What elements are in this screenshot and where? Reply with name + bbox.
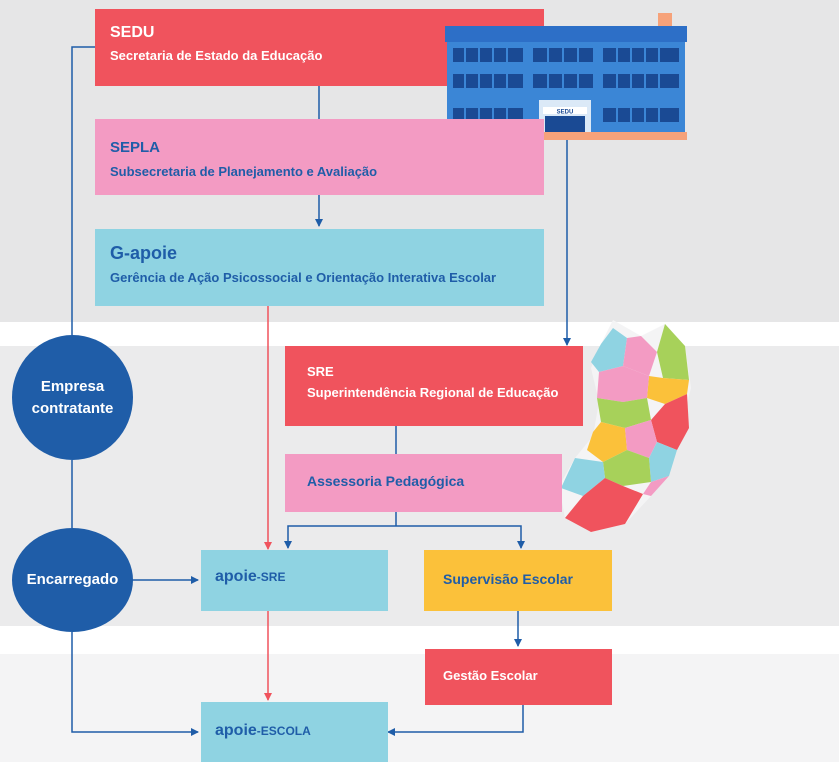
- edge-gestao-apoieescola: [387, 705, 524, 736]
- gapoie-subtitle: Gerência de Ação Psicossocial e Orientaç…: [110, 270, 497, 285]
- gestao-box: Gestão Escolar: [425, 649, 612, 705]
- apoie-sre-box: apoie-SRE: [201, 550, 388, 611]
- edge-split-supervisao: [396, 525, 525, 549]
- apoie-escola-suffix: -ESCOLA: [256, 724, 311, 738]
- sepla-title: SEPLA: [110, 139, 161, 156]
- apoie-escola-box: apoie-ESCOLA: [201, 702, 388, 762]
- sre-subtitle: Superintendência Regional de Educação: [307, 385, 559, 400]
- roof: [445, 26, 687, 42]
- empresa-circle: Empresa contratante: [12, 335, 133, 460]
- supervisao-box: Supervisão Escolar: [424, 550, 612, 611]
- gapoie-box: G-apoie Gerência de Ação Psicossocial e …: [95, 229, 544, 306]
- base: [445, 132, 687, 140]
- building-sign: SEDU: [557, 110, 574, 116]
- sre-title: SRE: [307, 364, 334, 379]
- sepla-box: SEPLA Subsecretaria de Planejamento e Av…: [95, 119, 544, 195]
- edge-sedu-empresa: [71, 46, 95, 335]
- sre-box: SRE Superintendência Regional de Educaçã…: [285, 346, 583, 426]
- apoie-sre-suffix: -SRE: [256, 570, 286, 584]
- chimney: [658, 13, 672, 27]
- edge-split-apoiesre: [284, 525, 396, 549]
- map-illustration: [559, 320, 691, 532]
- sedu-subtitle: Secretaria de Estado da Educação: [110, 48, 323, 63]
- sedu-title: SEDU: [110, 24, 155, 41]
- gestao-label: Gestão Escolar: [443, 668, 538, 683]
- band-bottom: [0, 654, 839, 762]
- empresa-line2: contratante: [31, 399, 114, 417]
- edge-encarregado-apoieescola: [71, 632, 199, 736]
- gapoie-logo: G-apoie: [110, 243, 178, 263]
- supervisao-label: Supervisão Escolar: [443, 571, 573, 587]
- apoie-escola-logo: apoie: [215, 722, 257, 739]
- apoie-sre-logo: apoie: [215, 568, 257, 585]
- assessoria-label: Assessoria Pedagógica: [307, 473, 465, 489]
- encarregado-circle: Encarregado: [12, 528, 133, 632]
- building-illustration: SEDU: [445, 13, 687, 140]
- assessoria-box: Assessoria Pedagógica: [285, 454, 562, 512]
- empresa-line1: Empresa: [40, 377, 105, 395]
- sepla-subtitle: Subsecretaria de Planejamento e Avaliaçã…: [110, 164, 378, 179]
- encarregado-label: Encarregado: [26, 571, 119, 588]
